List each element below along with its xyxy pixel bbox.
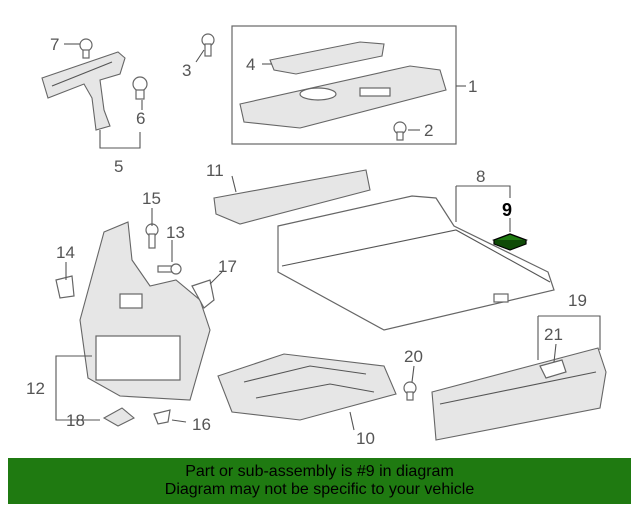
callout-17: 17: [218, 257, 237, 276]
part-17-bracket: [191, 279, 215, 309]
part-7-clip: [79, 38, 93, 59]
callout-20: 20: [404, 347, 423, 366]
callout-10: 10: [356, 429, 375, 448]
callout-12: 12: [26, 379, 45, 398]
callout-18: 18: [66, 411, 85, 430]
callout-5: 5: [114, 157, 123, 176]
part-10-storage-tray: [217, 353, 397, 421]
part-18-fastener: [102, 407, 135, 427]
part-3-bolt: [201, 33, 215, 57]
part-4-cover: [269, 41, 385, 75]
callout-8: 8: [476, 167, 485, 186]
callout-1: 1: [468, 77, 477, 96]
leader-lines: [55, 43, 601, 431]
part-12-side-trim: [79, 221, 211, 401]
callout-19: 19: [568, 291, 587, 310]
part-14-clip: [55, 275, 75, 299]
callout-7: 7: [50, 35, 59, 54]
part-1-panel: [239, 65, 447, 129]
part-21-cover: [539, 359, 567, 379]
part-15-clip: [145, 223, 159, 249]
callout-13: 13: [166, 223, 185, 242]
callout-3: 3: [182, 61, 191, 80]
banner-line-1: Part or sub-assembly is #9 in diagram: [185, 463, 454, 480]
part-8-deck-board: [277, 195, 555, 331]
callout-4: 4: [246, 55, 255, 74]
callout-2: 2: [424, 121, 433, 140]
callout-14: 14: [56, 243, 75, 262]
info-banner: Part or sub-assembly is #9 in diagram Di…: [8, 458, 631, 504]
part-13-bolt: [157, 263, 182, 275]
part-6-clip: [132, 76, 148, 100]
part-20-clip: [403, 381, 417, 401]
part-19-sill-plate: [431, 347, 607, 441]
callout-16: 16: [192, 415, 211, 434]
part-2-clip: [393, 121, 407, 141]
part-11-trim-bar: [213, 169, 371, 225]
part-9-highlighted: [492, 233, 528, 251]
part-16-clip: [153, 409, 171, 425]
assembly-box-1: [231, 25, 457, 145]
callout-15: 15: [142, 189, 161, 208]
callout-11: 11: [206, 161, 224, 180]
banner-line-2: Diagram may not be specific to your vehi…: [164, 481, 475, 498]
parts-diagram: 7 3 4 1 2 6 5 11 8 9 15 13 14 17 12 18 1…: [26, 25, 607, 448]
callout-21: 21: [544, 325, 563, 344]
upper-left-pillar-trim: [41, 51, 126, 131]
callout-9: 9: [502, 200, 512, 220]
callout-6: 6: [136, 109, 145, 128]
